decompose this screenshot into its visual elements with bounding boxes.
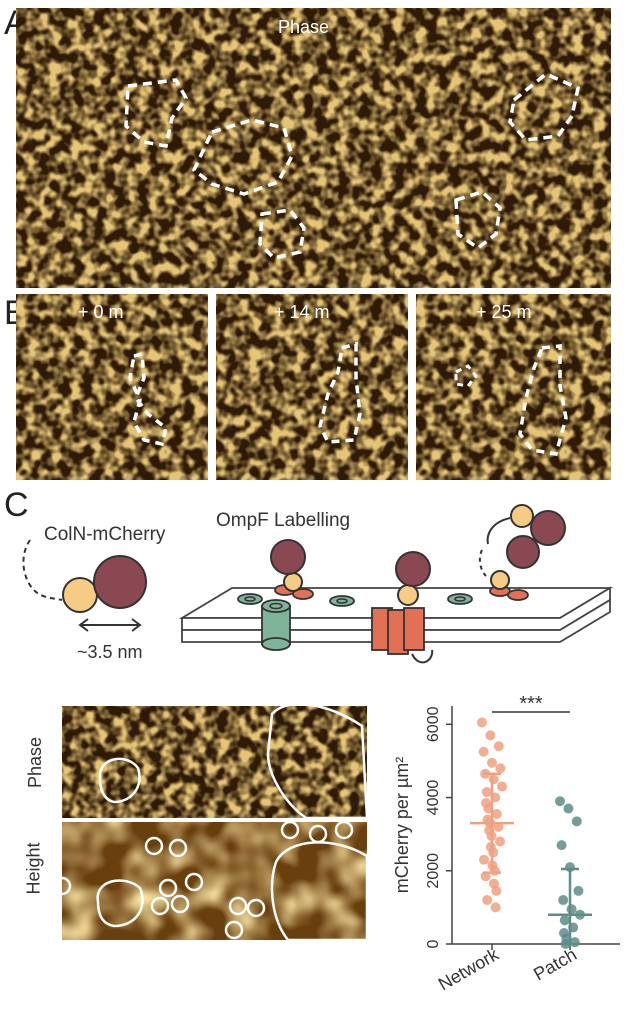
frame-label-0: + 0 m bbox=[78, 302, 124, 322]
data-point-0-9 bbox=[481, 787, 492, 798]
mcherry-density-chart: 0 2000 4000 6000 mCherry per µm² Network Patch… bbox=[392, 693, 620, 995]
frame-label-25: + 25 m bbox=[476, 302, 532, 322]
data-point-0-3 bbox=[478, 746, 489, 757]
data-point-1-2 bbox=[571, 816, 582, 827]
phase-label-a: Phase bbox=[278, 17, 330, 37]
data-point-0-4 bbox=[487, 757, 497, 768]
significance-label: *** bbox=[519, 693, 543, 715]
data-point-1-7 bbox=[566, 904, 577, 915]
y-tick-label-3: 6000 bbox=[425, 706, 442, 742]
phase-micrograph-c bbox=[62, 706, 367, 818]
data-point-1-6 bbox=[558, 895, 569, 906]
data-point-1-0 bbox=[555, 796, 565, 807]
data-point-1-1 bbox=[563, 803, 574, 814]
x-tick-label-0: Network bbox=[435, 944, 503, 995]
data-point-0-19 bbox=[495, 836, 505, 847]
data-point-0-27 bbox=[491, 885, 502, 896]
panel-letter-c: C bbox=[4, 486, 29, 524]
patch-outlines-a bbox=[124, 71, 581, 260]
x-tick-label-1: Patch bbox=[530, 944, 580, 984]
ompf-green bbox=[237, 593, 473, 651]
data-point-0-1 bbox=[485, 730, 496, 741]
data-point-0-8 bbox=[497, 781, 507, 792]
data-point-0-22 bbox=[479, 854, 489, 865]
data-point-0-13 bbox=[491, 809, 502, 820]
y-tick-label-1: 2000 bbox=[425, 853, 442, 889]
phase-row-label: Phase bbox=[25, 736, 46, 789]
frame-label-14: + 14 m bbox=[274, 302, 330, 322]
height-row-label: Height bbox=[23, 842, 44, 895]
data-point-0-7 bbox=[488, 774, 499, 785]
y-tick-label-2: 4000 bbox=[425, 780, 442, 816]
data-point-0-2 bbox=[493, 741, 504, 752]
ompf-title: OmpF Labelling bbox=[216, 510, 351, 531]
data-point-1-13 bbox=[569, 937, 580, 948]
data-point-0-29 bbox=[490, 902, 501, 913]
labelling-schematic bbox=[22, 504, 614, 664]
y-axis-label: mCherry per µm² bbox=[392, 757, 412, 893]
scale-label: ~3.5 nm bbox=[77, 642, 143, 662]
height-bound-particles bbox=[62, 822, 354, 940]
data-point-0-5 bbox=[495, 763, 506, 774]
mcherry-domain bbox=[93, 555, 147, 609]
height-micrograph-c bbox=[62, 822, 367, 940]
coln-domain bbox=[62, 577, 98, 613]
micrograph-a-image bbox=[16, 8, 611, 288]
construct-label: ColN-mCherry bbox=[44, 524, 166, 545]
time-frame-25: + 25 m bbox=[416, 294, 611, 480]
time-frame-0: + 0 m bbox=[16, 294, 208, 480]
data-point-0-0 bbox=[477, 717, 487, 728]
time-frame-14: + 14 m bbox=[216, 294, 408, 480]
data-point-0-28 bbox=[482, 895, 493, 906]
phase-micrograph-a: Phase bbox=[16, 8, 611, 288]
data-point-1-5 bbox=[573, 885, 584, 896]
data-point-1-9 bbox=[559, 915, 570, 926]
data-point-1-3 bbox=[556, 840, 567, 851]
y-tick-label-0: 0 bbox=[425, 939, 442, 948]
